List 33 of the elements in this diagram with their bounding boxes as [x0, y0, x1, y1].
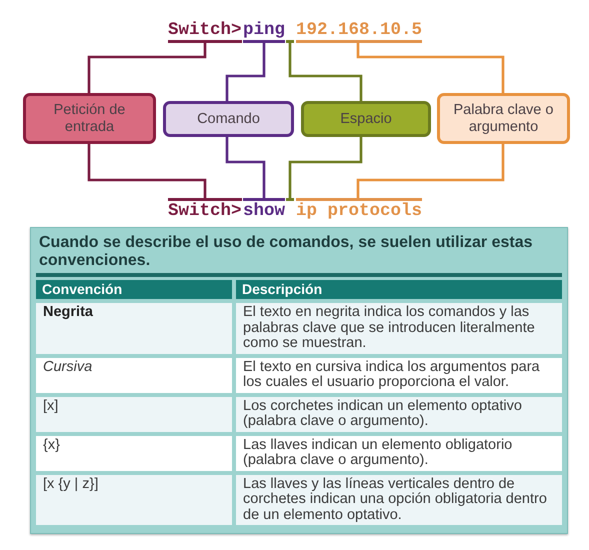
leader-line [226, 137, 266, 198]
leader-line [356, 144, 504, 198]
category-box: Comando [163, 101, 294, 137]
leader-line [288, 137, 362, 198]
table-cell: Las llaves indican un elemento obligatorio (palabra clave o argumento). [236, 436, 562, 470]
category-box: Espacio [301, 101, 431, 137]
command-text: show [243, 198, 286, 220]
category-box: Palabra clave o argumento [437, 93, 570, 144]
table-cell: [x] [36, 396, 232, 432]
table-cell: Las llaves y las líneas verticales dentro de corchetes indican una opción obligatoria dentro de un elemento optativo. [236, 474, 562, 525]
table-cell: Los corchetes indican un elemento optativo (palabra clave o argumento). [236, 396, 562, 432]
category-box: Petición de entrada [23, 93, 156, 144]
argument-text: ip protocols [296, 198, 422, 220]
table-cell: El texto en cursiva indica los argumentos para los cuales el usuario proporciona el valor. [236, 358, 562, 392]
leader-line [88, 43, 206, 93]
prompt-text: Switch> [168, 198, 242, 220]
column-header: Convención [36, 280, 232, 299]
table-cell: {x} [36, 436, 232, 470]
leader-line [356, 43, 504, 93]
prompt-text: Switch> [168, 21, 242, 43]
command-text: ping [243, 21, 286, 43]
table-cell: Negrita [36, 303, 232, 354]
column-header: Descripción [236, 280, 562, 299]
table-cell: Cursiva [36, 358, 232, 392]
table-cell: El texto en negrita indica los comandos y las palabras clave que se introducen literalmente como se muestran. [236, 303, 562, 354]
argument-text: 192.168.10.5 [296, 21, 422, 43]
table-cell: [x {y | z}] [36, 474, 232, 525]
space-marker [286, 198, 294, 201]
table-heading: Cuando se describe el uso de comandos, se suelen utilizar estas convenciones. [38, 233, 534, 270]
leader-line [88, 144, 206, 198]
space-marker [286, 40, 294, 43]
leader-line [288, 43, 362, 101]
leader-line [226, 43, 266, 101]
